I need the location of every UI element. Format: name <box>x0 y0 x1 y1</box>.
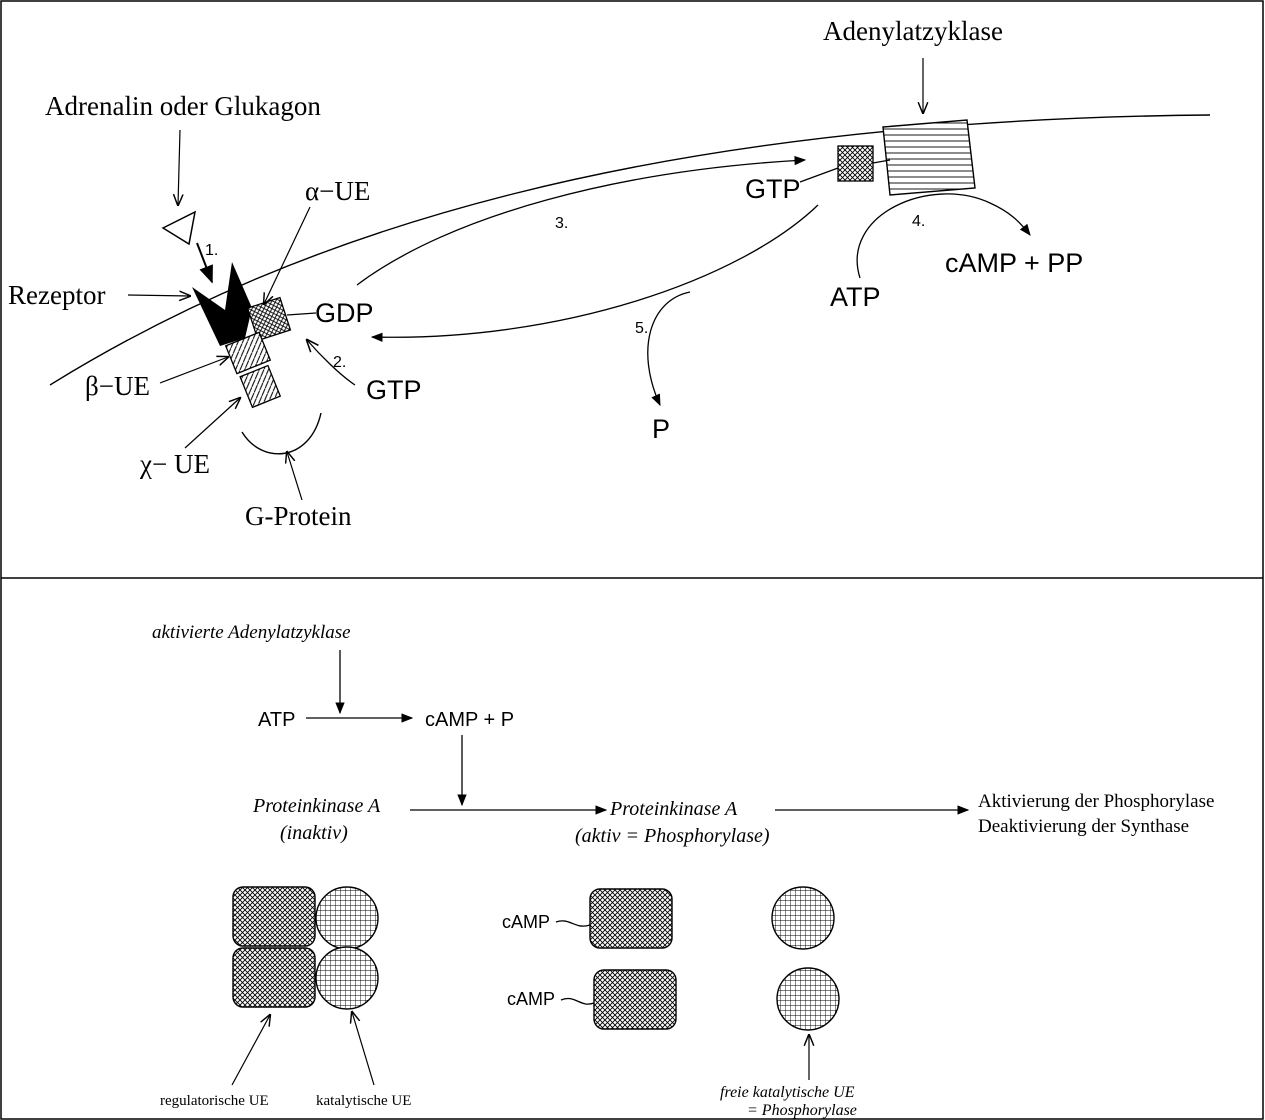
receptor-pointer-arrow <box>127 295 190 296</box>
gamma-subunit-label: χ− UE <box>139 449 210 479</box>
step-2-label: 2. <box>333 354 346 371</box>
pka-active-label: Proteinkinase A <box>609 798 738 820</box>
step-5-label: 5. <box>635 320 648 337</box>
camp-pp-label: cAMP + PP <box>945 248 1083 278</box>
beta-subunit <box>224 331 272 375</box>
gprotein-pointer-arrow <box>287 452 303 501</box>
camp-bound-label-2: cAMP <box>507 989 555 1009</box>
gamma-subunit <box>239 364 282 409</box>
gprotein-label: G-Protein <box>245 501 352 531</box>
step-1-label: 1. <box>205 242 218 259</box>
camp-p-label: cAMP + P <box>425 709 514 731</box>
cell-membrane <box>49 114 1211 386</box>
catalytic-subunit-lower <box>315 946 379 1010</box>
alpha-ac-link <box>872 159 891 164</box>
binding-arrow <box>196 242 213 284</box>
regulatory-subunit-lower <box>232 947 316 1008</box>
regulatory-camp-upper <box>589 888 673 949</box>
receptor-label: Rezeptor <box>8 280 105 310</box>
adenylyl-cyclase-label: Adenylatzyklase <box>823 16 1003 46</box>
atp-bottom-label: ATP <box>258 709 295 731</box>
step-3-label: 3. <box>555 215 568 232</box>
gtp-bound-label: GTP <box>745 174 801 204</box>
free-catalytic-lower <box>776 967 840 1031</box>
free-catalytic-label: freie katalytische UE <box>720 1084 855 1101</box>
gdp-attachment-line <box>286 312 317 316</box>
beta-pointer-arrow <box>159 357 228 384</box>
phosphate-label: P <box>652 414 670 444</box>
alpha-subunit-label: α−UE <box>305 176 370 206</box>
regulatory-subunit-upper <box>232 886 316 947</box>
catalytic-subunit-upper <box>315 886 379 950</box>
pka-inactive-label: Proteinkinase A <box>252 795 381 817</box>
ligand-triangle-icon <box>161 210 197 246</box>
activated-ac-label: aktivierte Adenylatzyklase <box>152 622 351 643</box>
atp-label: ATP <box>830 282 881 312</box>
regulatory-subunit-label: regulatorische UE <box>160 1093 269 1109</box>
free-catalytic-upper <box>771 886 835 950</box>
pka-active-state: (aktiv = Phosphorylase) <box>575 825 770 847</box>
gtp-exchange-arrow <box>307 340 356 386</box>
gprotein-bracket <box>241 412 322 455</box>
alpha-migration-arrow <box>356 155 807 286</box>
free-catalytic-sublabel: = Phosphorylase <box>747 1102 857 1119</box>
regulatory-pointer-arrow <box>231 1015 270 1086</box>
ligand-pointer-arrow <box>178 129 180 205</box>
ligand-label: Adrenalin oder Glukagon <box>45 91 321 121</box>
regulatory-camp-lower <box>593 969 677 1030</box>
beta-subunit-label: β−UE <box>85 371 150 401</box>
result-line-1: Aktivierung der Phosphorylase <box>978 791 1214 812</box>
camp-bound-label-1: cAMP <box>502 912 550 932</box>
result-line-2: Deaktivierung der Synthase <box>978 816 1189 837</box>
camp-bond-2 <box>560 997 595 1005</box>
receptor-shape <box>192 262 252 346</box>
phosphate-release-arrow <box>647 291 691 407</box>
alpha-pointer-arrow <box>264 206 311 304</box>
camp-bond-1 <box>555 920 591 927</box>
catalytic-subunit-label: katalytische UE <box>316 1093 411 1109</box>
gdp-label: GDP <box>315 298 374 328</box>
pka-inactive-state: (inaktiv) <box>280 822 348 844</box>
gamma-pointer-arrow <box>184 398 240 449</box>
atp-conversion-arrow <box>856 193 1031 279</box>
gtp-input-label: GTP <box>366 375 422 405</box>
step-4-label: 4. <box>912 213 925 230</box>
alpha-gtp-subunit <box>837 145 874 182</box>
catalytic-pointer-arrow <box>352 1012 375 1086</box>
hydrolysis-return-arrow <box>370 204 819 342</box>
adenylyl-cyclase-shape <box>882 119 976 196</box>
gtp-bound-link <box>799 167 839 183</box>
